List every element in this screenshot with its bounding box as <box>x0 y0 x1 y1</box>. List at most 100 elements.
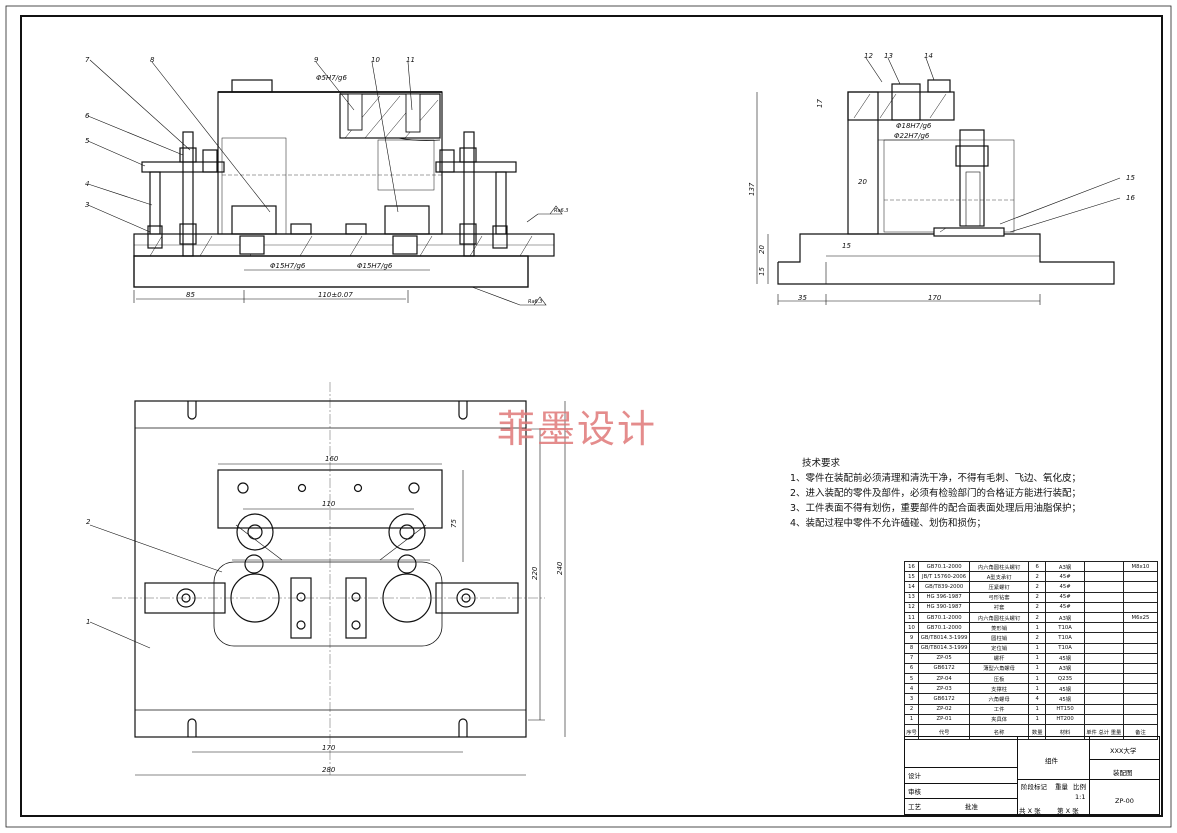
bom-cell: ZP-03 <box>918 683 971 695</box>
bom-cell <box>1083 632 1124 644</box>
bom-cell: 45钢 <box>1045 683 1085 695</box>
bom-cell: 内六角圆柱头螺钉 <box>969 560 1029 573</box>
bom-cell: 压板 <box>969 673 1029 685</box>
bom-cell <box>1122 632 1159 644</box>
top-view-annotations <box>89 401 566 776</box>
bom-cell: T10A <box>1045 632 1085 644</box>
bom-cell: 3 <box>903 693 920 705</box>
bom-cell <box>1083 581 1124 593</box>
bom-cell: 夹具体 <box>969 713 1029 726</box>
bom-cell: 弓形钻套 <box>969 591 1029 603</box>
roughness-bottom: Ra6.3 <box>528 299 543 305</box>
drawing-number: ZP-00 <box>1115 797 1134 805</box>
bom-cell: 7 <box>903 652 920 664</box>
bom-cell <box>1083 662 1124 675</box>
fit-phi5: Φ5H7/g6 <box>316 74 347 82</box>
bom-cell: ZP-05 <box>918 652 971 664</box>
bom-cell <box>1083 560 1124 573</box>
tech-item: 1、零件在装配前必须清理和清洗干净，不得有毛刺、飞边、氧化皮； <box>790 473 1082 484</box>
balloon-16: 16 <box>1126 194 1135 202</box>
dim-110-top: 110 <box>322 500 336 508</box>
bom-cell <box>1083 652 1124 664</box>
bom-cell: GB70.1-2000 <box>918 611 971 624</box>
side-view <box>777 79 1115 285</box>
bom-cell <box>1083 622 1124 634</box>
side-view-annotations <box>756 57 1121 305</box>
inner-frame <box>20 15 1163 817</box>
dim-280: 280 <box>322 766 336 774</box>
balloon-13: 13 <box>884 52 893 60</box>
bom-cell: 15 <box>903 571 920 583</box>
designer-label: 设计 <box>908 772 921 780</box>
balloon-8: 8 <box>150 56 155 64</box>
top-view-centerlines <box>112 382 545 775</box>
bom-cell: 8 <box>903 642 920 654</box>
bom-cell <box>1122 713 1159 726</box>
bom-cell: 4 <box>1027 693 1047 705</box>
bom-cell: GB/T8014.3-1999 <box>918 632 971 644</box>
bom-cell: 2 <box>1027 571 1047 583</box>
balloon-3: 3 <box>85 201 89 209</box>
bom-cell: 内六角圆柱头螺钉 <box>969 611 1029 624</box>
dim-85: 85 <box>186 291 195 299</box>
bom-cell: 2 <box>1027 581 1047 593</box>
bom-cell: 圆柱销 <box>969 632 1029 644</box>
top-view <box>134 400 527 738</box>
front-view <box>133 79 555 288</box>
bom-cell: 1 <box>1027 622 1047 634</box>
bom-cell <box>1083 703 1124 715</box>
bom-cell <box>1122 662 1159 675</box>
bom-cell: GB6172 <box>918 662 971 675</box>
balloon-11: 11 <box>406 56 415 64</box>
fit-phi15-a: Φ15H7/g6 <box>270 262 306 270</box>
bom-cell: M6x25 <box>1122 611 1159 624</box>
bom-cell: A3钢 <box>1045 611 1085 624</box>
bom-cell: 1 <box>1027 642 1047 654</box>
bom-cell: 支撑柱 <box>969 683 1029 695</box>
tech-title: 技术要求 <box>802 458 841 469</box>
dim-20-a: 20 <box>858 178 867 186</box>
bom-cell <box>1083 601 1124 613</box>
balloon-6: 6 <box>85 112 90 120</box>
tech-item: 4、装配过程中零件不允许磕碰、划伤和损伤； <box>790 518 987 529</box>
bom-cell: 45# <box>1045 581 1085 593</box>
bom-cell <box>1122 622 1159 634</box>
bom-cell: 2 <box>1027 601 1047 613</box>
dim-170-top: 170 <box>322 744 336 752</box>
bom-cell <box>1122 591 1159 603</box>
dim-170-side: 170 <box>928 294 942 302</box>
bom-cell: 14 <box>903 581 920 593</box>
outer-frame <box>5 5 1172 828</box>
bom-cell <box>1122 673 1159 685</box>
balloon-1: 1 <box>86 618 90 626</box>
bom-cell <box>1083 591 1124 603</box>
bom-cell <box>1122 652 1159 664</box>
tech-item: 2、进入装配的零件及部件，必须有检验部门的合格证方能进行装配； <box>790 488 1082 499</box>
bom-cell: GB6172 <box>918 693 971 705</box>
bom-cell: 2 <box>1027 611 1047 624</box>
fit-phi18: Φ18H7/g6 <box>896 122 932 130</box>
bom-cell <box>1083 571 1124 583</box>
bom-cell: HT150 <box>1045 703 1085 715</box>
bom-cell <box>1122 683 1159 695</box>
roughness-side: Ra6.3 <box>554 208 569 214</box>
bom-cell: 定位销 <box>969 642 1029 654</box>
sheet-count: 共 X 张 <box>1019 807 1041 815</box>
bom-cell: ZP-02 <box>918 703 971 715</box>
sheet-number: 第 X 张 <box>1057 807 1079 815</box>
balloon-2: 2 <box>86 518 91 526</box>
bom-cell <box>1122 571 1159 583</box>
tech-item: 3、工件表面不得有划伤，重要部件的配合面表面处理后用油脂保护； <box>790 503 1082 514</box>
balloon-5: 5 <box>85 137 90 145</box>
